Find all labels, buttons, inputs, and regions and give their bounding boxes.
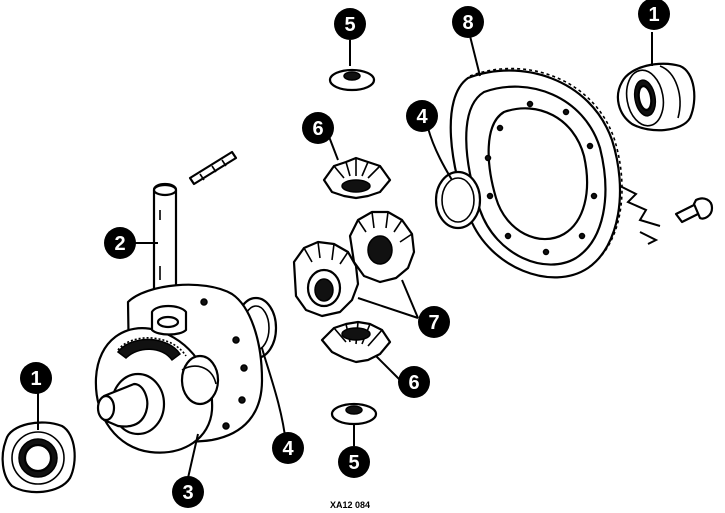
pinion-washer-top: [328, 68, 376, 92]
callout-3: 3: [172, 476, 204, 508]
svg-text:5: 5: [344, 14, 355, 36]
callout-1-left: 1: [20, 362, 52, 394]
thrust-washer-right: [434, 170, 482, 230]
svg-text:4: 4: [416, 106, 428, 128]
ring-gear: [449, 67, 623, 279]
svg-text:1: 1: [30, 368, 41, 390]
svg-text:3: 3: [182, 482, 193, 504]
svg-text:7: 7: [428, 312, 439, 334]
pinion-shaft: [152, 182, 178, 304]
pinion-gear-bottom: [320, 320, 392, 364]
svg-text:2: 2: [114, 233, 125, 255]
svg-text:6: 6: [408, 372, 419, 394]
callout-4-right: 4: [406, 100, 438, 132]
callout-5-top: 5: [334, 8, 366, 40]
leader-lines: [37, 32, 653, 479]
svg-text:6: 6: [312, 118, 323, 140]
svg-text:4: 4: [282, 438, 294, 460]
side-gear-lower: [292, 240, 360, 318]
ring-gear-bolt: [619, 185, 714, 245]
callout-7: 7: [418, 306, 450, 338]
callout-2: 2: [104, 227, 136, 259]
side-gear-upper: [348, 210, 416, 284]
pinion-washer-bottom: [330, 402, 378, 426]
callout-8: 8: [452, 6, 484, 38]
svg-text:1: 1: [648, 4, 659, 26]
differential-case: [94, 283, 264, 454]
svg-text:5: 5: [348, 452, 359, 474]
lock-pin: [188, 150, 238, 186]
callout-1-top-right: 1: [638, 0, 670, 30]
reference-code: XA12 084: [330, 500, 370, 510]
bearing-right: [616, 62, 696, 132]
callout-4-left: 4: [272, 432, 304, 464]
pinion-gear-top: [322, 156, 392, 200]
callout-6-bottom: 6: [398, 366, 430, 398]
bearing-left: [1, 421, 76, 494]
callout-6-top: 6: [302, 112, 334, 144]
svg-text:8: 8: [462, 12, 473, 34]
callout-5-bottom: 5: [338, 446, 370, 478]
